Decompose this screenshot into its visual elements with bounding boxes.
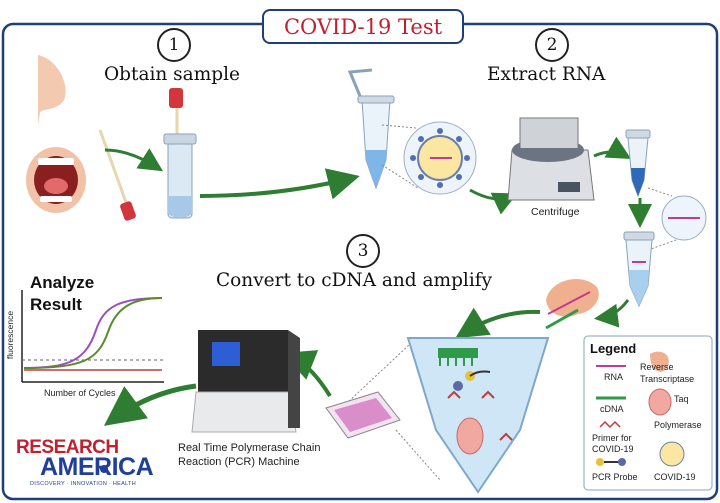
legend-title: Legend — [590, 341, 637, 356]
reverse-transcriptase-illustration — [545, 278, 599, 330]
arrow-centrifuge-to-tube — [593, 136, 632, 159]
step-1-number: 1 — [157, 28, 191, 62]
arrow-machine-to-result — [103, 383, 197, 426]
mouth-illustration — [26, 147, 86, 213]
logo-research: RESEARCH — [16, 437, 119, 458]
legend-covid: COVID-19 — [654, 472, 696, 482]
legend-rt-line2: Transcriptase — [640, 374, 695, 384]
pcr-label-line2: Reaction (PCR) Machine — [178, 456, 300, 468]
legend-rt-line1: Reverse — [640, 362, 674, 372]
step-1-label: Obtain sample — [104, 64, 240, 85]
arrow-to-extraction — [199, 168, 360, 200]
centrifuge-illustration — [507, 117, 595, 201]
arrow-rt-to-pcr — [455, 307, 541, 339]
step-2-label: Extract RNA — [487, 64, 606, 85]
arrow-to-centrifuge — [469, 188, 518, 215]
pcr-tube-zoom — [406, 337, 550, 494]
analyze-line: Analyze — [30, 273, 95, 292]
sample-tube — [163, 133, 197, 219]
centrifuge-label: Centrifuge — [531, 206, 580, 218]
step-2-number: 2 — [535, 28, 569, 62]
page-title: COVID-19 Test — [262, 9, 464, 44]
legend-taq-line2: Polymerase — [654, 420, 702, 430]
extraction-tube — [347, 68, 395, 190]
arrow-tube-to-rt — [594, 299, 630, 328]
y-axis-label: fluorescence — [5, 310, 16, 360]
swab-illustration — [98, 88, 183, 221]
step-3-label: Convert to cDNA and amplify — [216, 270, 493, 291]
analyze-result-heading: Analyze Result — [30, 272, 94, 316]
logo-dot — [100, 465, 108, 473]
legend-taq-line1: Taq — [674, 394, 689, 404]
logo-tagline: DISCOVERY · INNOVATION · HEALTH — [30, 481, 136, 487]
nose-illustration — [38, 55, 66, 125]
legend-rna: RNA — [604, 372, 624, 382]
rna-tube-lower — [623, 231, 655, 308]
virus-zoom-circle — [403, 121, 477, 195]
x-axis-label: Number of Cycles — [44, 388, 116, 398]
arrow-swab-to-tube — [104, 148, 164, 172]
legend-primer-line2: COVID-19 — [592, 444, 634, 454]
legend-pcr-probe: PCR Probe — [592, 472, 638, 482]
legend-cdna: cDNA — [600, 404, 624, 414]
legend-icons — [596, 351, 685, 467]
rna-zoom-circle — [661, 195, 707, 241]
amplification-graph — [21, 290, 164, 383]
pcr-plate — [325, 391, 401, 439]
step-3-number: 3 — [346, 234, 380, 268]
legend-primer-line1: Primer for — [592, 433, 632, 443]
result-line: Result — [30, 295, 82, 314]
logo-america: AMERICA — [40, 453, 154, 481]
rna-tube-upper — [625, 129, 651, 198]
pcr-label-line1: Real Time Polymerase Chain — [178, 442, 321, 454]
pcr-machine — [191, 330, 300, 433]
